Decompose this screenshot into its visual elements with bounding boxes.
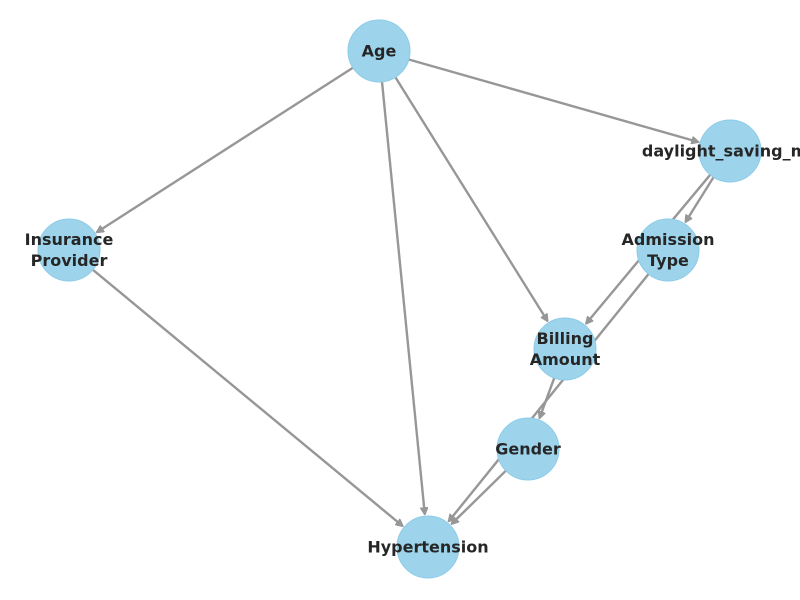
node-label-admission-line-2: Type (647, 251, 689, 270)
node-circle-admission (636, 218, 700, 282)
edge-age-to-hypertension (380, 81, 425, 514)
edge-gender-to-hypertension (452, 469, 507, 524)
node-daylight: daylight_saving_ma (642, 119, 800, 183)
node-label-insurance-line-1: Insurance (25, 230, 114, 249)
node-gender: Gender (495, 417, 561, 481)
edge-daylight-to-admission (686, 176, 715, 222)
node-label-insurance-line-2: Provider (31, 251, 108, 270)
node-label-billing-line-1: Billing (537, 329, 594, 348)
edge-age-to-insurance (97, 66, 354, 233)
node-hypertension: Hypertension (367, 515, 489, 579)
node-label-billing-line-2: Amount (530, 350, 601, 369)
edges (92, 58, 715, 527)
edge-age-to-billing (394, 76, 547, 321)
node-circle-insurance (37, 218, 101, 282)
nodes: Age daylight_saving_maInsuranceProvider Ad… (25, 19, 800, 579)
node-label-admission-line-1: Admission (622, 230, 715, 249)
edge-admission-to-hypertension (449, 273, 650, 521)
node-label-daylight: daylight_saving_ma (642, 142, 800, 161)
node-circle-billing (533, 317, 597, 381)
edge-billing-to-gender (540, 377, 556, 418)
node-circle-age (347, 19, 411, 83)
node-circle-gender (496, 417, 560, 481)
node-label-age: Age (362, 42, 397, 61)
node-age: Age (347, 19, 411, 83)
node-circle-hypertension (396, 515, 460, 579)
edge-age-to-daylight (408, 58, 699, 143)
node-label-hypertension: Hypertension (367, 538, 488, 557)
node-label-gender: Gender (495, 440, 561, 459)
node-circle-daylight (698, 119, 762, 183)
edge-insurance-to-hypertension (92, 268, 403, 526)
